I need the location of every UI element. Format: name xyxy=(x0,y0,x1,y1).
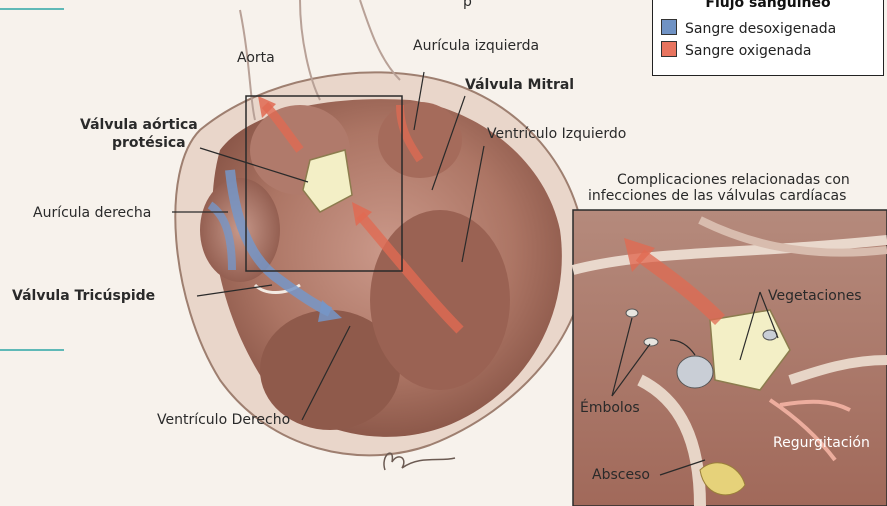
label-absceso: Absceso xyxy=(592,467,650,483)
legend-title: Flujo sanguíneo xyxy=(653,0,883,11)
label-valvula-mitral: Válvula Mitral xyxy=(465,77,574,93)
legend-swatch-desoxigenada xyxy=(661,19,677,35)
label-regurgitacion: Regurgitación xyxy=(773,435,870,451)
artist-signature xyxy=(384,453,455,470)
left-ventricle xyxy=(370,210,510,390)
accent-line-middle xyxy=(0,349,64,351)
inset-title-line1: Complicaciones relacionadas con xyxy=(617,172,850,188)
accent-line-top xyxy=(0,8,64,10)
label-vegetaciones: Vegetaciones xyxy=(768,288,862,304)
legend-label-oxigenada: Sangre oxigenada xyxy=(685,43,811,59)
embolus-1 xyxy=(626,309,638,317)
label-valvula-aortica-line2: protésica xyxy=(112,135,186,151)
legend-label-desoxigenada: Sangre desoxigenada xyxy=(685,21,836,37)
legend: Flujo sanguíneo Sangre desoxigenada Sang… xyxy=(652,0,884,76)
label-ventriculo-izquierdo: Ventrículo Izquierdo xyxy=(487,126,626,142)
label-aorta: Aorta xyxy=(237,50,275,66)
vegetation xyxy=(677,356,713,388)
label-valvula-tricuspide: Válvula Tricúspide xyxy=(12,288,155,304)
label-valvula-aortica-line1: Válvula aórtica xyxy=(80,117,198,133)
legend-swatch-oxigenada xyxy=(661,41,677,57)
legend-item-oxigenada: Sangre oxigenada xyxy=(661,41,811,59)
legend-item-desoxigenada: Sangre desoxigenada xyxy=(661,19,836,37)
inset-title-line2: infecciones de las válvulas cardíacas xyxy=(588,188,846,204)
label-ventriculo-derecho: Ventrículo Derecho xyxy=(157,412,290,428)
label-embolos: Émbolos xyxy=(580,400,640,416)
embolus-2 xyxy=(644,338,658,346)
label-auricula-derecha: Aurícula derecha xyxy=(33,205,151,221)
label-top-fragment: p xyxy=(463,0,472,10)
label-auricula-izquierda: Aurícula izquierda xyxy=(413,38,539,54)
